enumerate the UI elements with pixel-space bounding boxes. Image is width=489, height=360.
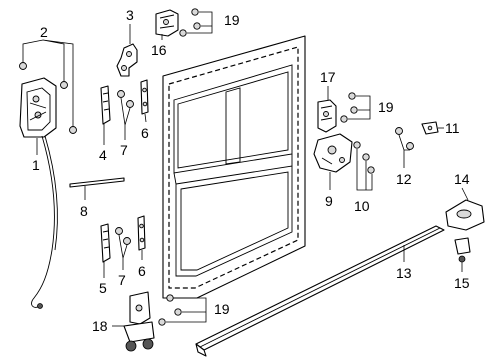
striker-part-4 (100, 85, 111, 125)
striker-part-5 (100, 223, 111, 263)
callout-16: 16 (151, 42, 167, 58)
hinge-part-16 (155, 9, 179, 37)
callout-12: 12 (396, 171, 412, 187)
roller-cover-part-14 (445, 199, 485, 231)
bracket-part-11 (421, 121, 439, 135)
callout-6-upper: 6 (141, 125, 149, 141)
leader-lines (22, 11, 469, 327)
sliding-door-panel (162, 35, 306, 299)
screws-part-2 (19, 62, 77, 134)
bolts-part-19-bottom (158, 294, 182, 326)
hinge-part-17 (317, 99, 337, 133)
callout-1: 1 (32, 157, 40, 173)
bracket-part-6-upper (140, 79, 149, 115)
bolts-part-7-upper (117, 90, 134, 108)
callout-19-top: 19 (224, 12, 240, 28)
screws-part-10 (353, 141, 375, 174)
bolts-part-19-right (340, 92, 358, 123)
hinge-part-3 (116, 43, 138, 77)
callout-11: 11 (445, 120, 460, 136)
callout-15: 15 (454, 275, 470, 291)
callout-13: 13 (396, 265, 412, 281)
callout-18: 18 (92, 318, 108, 334)
bolts-part-7-lower (115, 227, 131, 245)
callout-8: 8 (80, 203, 88, 219)
callout-4: 4 (99, 147, 107, 163)
callout-5: 5 (99, 280, 107, 296)
callout-7-lower: 7 (118, 272, 126, 288)
callout-17: 17 (320, 69, 336, 85)
callout-3: 3 (126, 7, 134, 23)
callout-labels: 1 2 3 4 5 6 6 7 7 8 9 10 11 12 13 14 15 … (32, 7, 470, 334)
bolts-part-19-top (179, 8, 201, 37)
callout-7-upper: 7 (120, 142, 128, 158)
callout-14: 14 (454, 171, 470, 187)
roller-part-18 (123, 291, 155, 352)
callout-19-right: 19 (378, 99, 394, 115)
rod-part-8 (69, 177, 125, 188)
bracket-part-6-lower (137, 215, 146, 251)
callout-10: 10 (354, 198, 370, 214)
latch-part-9 (313, 133, 353, 173)
screws-part-12 (395, 127, 414, 150)
callout-6-lower: 6 (138, 263, 146, 279)
roller-part-15 (454, 237, 471, 263)
lower-track-part-13 (195, 225, 445, 357)
callout-19-bottom: 19 (214, 301, 230, 317)
callout-9: 9 (325, 193, 333, 209)
door-handle-cable (19, 77, 58, 309)
callout-2: 2 (40, 24, 48, 40)
